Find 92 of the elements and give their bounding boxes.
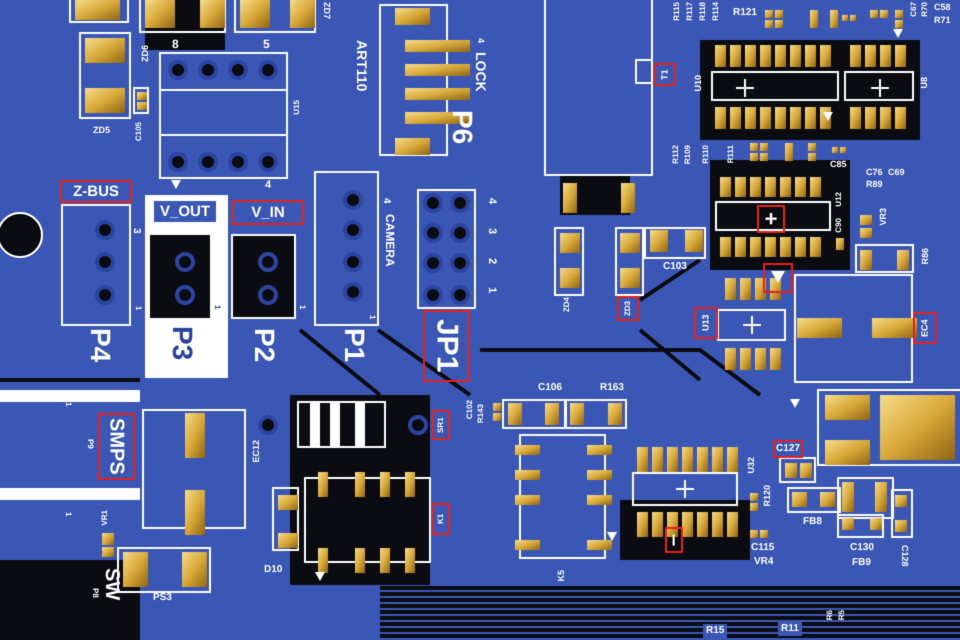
component-label: C67 <box>910 2 918 17</box>
component-label: U15 <box>293 100 301 115</box>
highlight-frame <box>665 527 683 553</box>
connector-label: P1 <box>340 328 368 362</box>
component-label: C106 <box>538 383 562 393</box>
pin-number: 5 <box>263 38 270 50</box>
connector-label: CAMERA <box>384 214 396 267</box>
component-label: C90 <box>835 218 843 233</box>
pin-number: 2 <box>486 258 497 264</box>
component-label: R120 <box>763 485 772 507</box>
component-label: C130 <box>850 543 874 553</box>
component-label: U12 <box>835 192 843 207</box>
pin-number: 1 <box>368 315 376 320</box>
component-label: R15 <box>703 624 728 638</box>
component-label: R121 <box>733 8 757 18</box>
component-label: U32 <box>747 457 756 474</box>
component-label: R86 <box>921 248 930 265</box>
pin-number: 8 <box>172 38 179 50</box>
component-label: EC12 <box>252 440 261 463</box>
highlighted-label: K1 <box>432 503 450 535</box>
connector-label: P4 <box>86 328 114 362</box>
component-label: R110 <box>702 145 710 164</box>
pin-number: 3 <box>486 228 497 234</box>
pin-number: 1 <box>64 512 72 516</box>
highlighted-label: V_IN <box>232 200 304 225</box>
component-label: R71 <box>934 16 951 25</box>
pin-number: 1 <box>134 306 142 310</box>
component-label: C69 <box>888 168 905 177</box>
highlighted-label: + <box>757 205 785 233</box>
pin-number: 4 <box>265 180 272 191</box>
connector-label: V_OUT <box>154 201 216 222</box>
component-label: ZD4 <box>563 297 571 312</box>
component-label: VR4 <box>754 557 774 567</box>
connector-label: P6 <box>448 110 476 144</box>
connector-label: P3 <box>168 326 196 360</box>
component-label: K5 <box>557 570 566 582</box>
pin-number: 4 <box>476 38 485 44</box>
component-label: C76 <box>866 168 883 177</box>
component-label: ZD6 <box>141 45 150 62</box>
pin-number: 1 <box>64 402 72 406</box>
highlight-frame <box>763 263 793 293</box>
pin-number: 1 <box>298 305 306 310</box>
component-label: ZD5 <box>93 126 110 135</box>
highlighted-label: EC4 <box>913 312 937 344</box>
highlighted-label: U13 <box>694 307 718 339</box>
component-label: U8 <box>920 77 929 89</box>
component-label: VR3 <box>879 208 888 226</box>
component-label: R115 <box>673 2 681 21</box>
component-label: R114 <box>712 2 720 21</box>
component-label: U10 <box>694 75 703 92</box>
component-label: R6 <box>826 610 834 620</box>
component-label: R117 <box>686 2 694 21</box>
component-label: FB8 <box>803 517 822 527</box>
component-label: VR1 <box>101 510 109 526</box>
component-label: C128 <box>900 545 909 567</box>
component-label: C105 <box>135 122 143 142</box>
component-label: D10 <box>264 565 282 575</box>
component-label: FB9 <box>852 558 871 568</box>
component-label: R89 <box>866 180 883 189</box>
component-label: C58 <box>934 3 951 12</box>
connector-label: P2 <box>250 328 278 362</box>
highlighted-label: SR1 <box>432 410 450 440</box>
pin-number: 3 <box>131 228 141 234</box>
highlighted-label: JP1 <box>423 310 470 382</box>
pin-number: 4 <box>381 198 391 204</box>
connector-label: LOCK <box>474 52 488 92</box>
connector-label: P9 <box>86 438 94 448</box>
component-label: R70 <box>921 2 929 17</box>
component-label: ZD7 <box>322 2 331 20</box>
component-label: R163 <box>600 383 624 393</box>
pin-number: 4 <box>486 198 497 204</box>
component-label: PS3 <box>153 593 172 603</box>
component-label: R143 <box>477 404 485 424</box>
component-label: R111 <box>727 145 735 164</box>
connector-label: ART110 <box>355 40 369 92</box>
highlighted-label: ZD3 <box>617 296 639 321</box>
highlighted-label: C127 <box>773 440 803 458</box>
connector-label: P8 <box>91 588 99 598</box>
highlighted-label: T1 <box>654 63 676 86</box>
component-label: C115 <box>751 543 774 553</box>
highlighted-label: SMPS <box>98 413 135 480</box>
highlighted-label: Z-BUS <box>60 180 132 203</box>
component-label: C103 <box>663 262 687 272</box>
component-label: C85 <box>830 160 847 169</box>
component-label: R112 <box>672 145 680 164</box>
pin-number: 1 <box>486 287 497 294</box>
component-label: R118 <box>699 2 707 21</box>
pin-number: 1 <box>213 305 221 310</box>
component-label: R11 <box>778 622 802 636</box>
component-label: R109 <box>684 145 692 164</box>
component-label: R5 <box>838 610 846 620</box>
component-label: C102 <box>466 400 474 420</box>
